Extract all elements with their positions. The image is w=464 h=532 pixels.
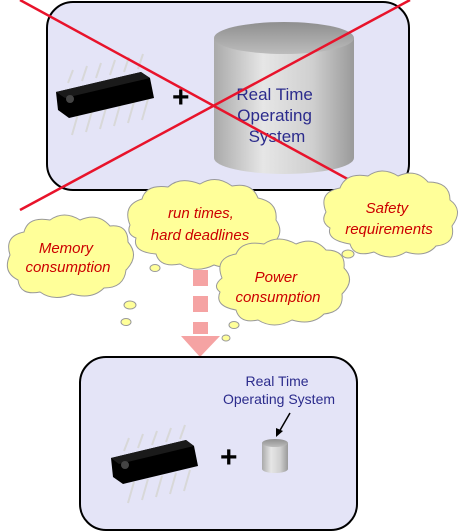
rtos-cylinder-small-icon — [262, 439, 288, 473]
pointer-arrow — [276, 412, 291, 437]
cloud-power-text: Power consumption — [235, 269, 320, 306]
rtos-cylinder-icon — [214, 22, 354, 174]
bottom-panel — [79, 356, 358, 531]
cloud-run-times-text: run times, hard deadlines — [151, 205, 250, 244]
cross-out-mark — [19, 0, 411, 214]
plus-sign: + — [220, 441, 238, 474]
cloud-memory — [6, 214, 137, 326]
microcontroller-chip-icon — [56, 53, 154, 136]
cloud-safety-text: Safety requirements — [345, 200, 433, 238]
cloud-power — [216, 238, 350, 342]
rtos-label-bottom: Real Time Operating System — [223, 373, 335, 407]
microcontroller-chip-icon — [111, 424, 198, 504]
plus-sign: + — [172, 81, 190, 114]
rtos-label-top: Real Time Operating System — [236, 85, 317, 146]
cloud-memory-text: Memory consumption — [25, 240, 110, 276]
